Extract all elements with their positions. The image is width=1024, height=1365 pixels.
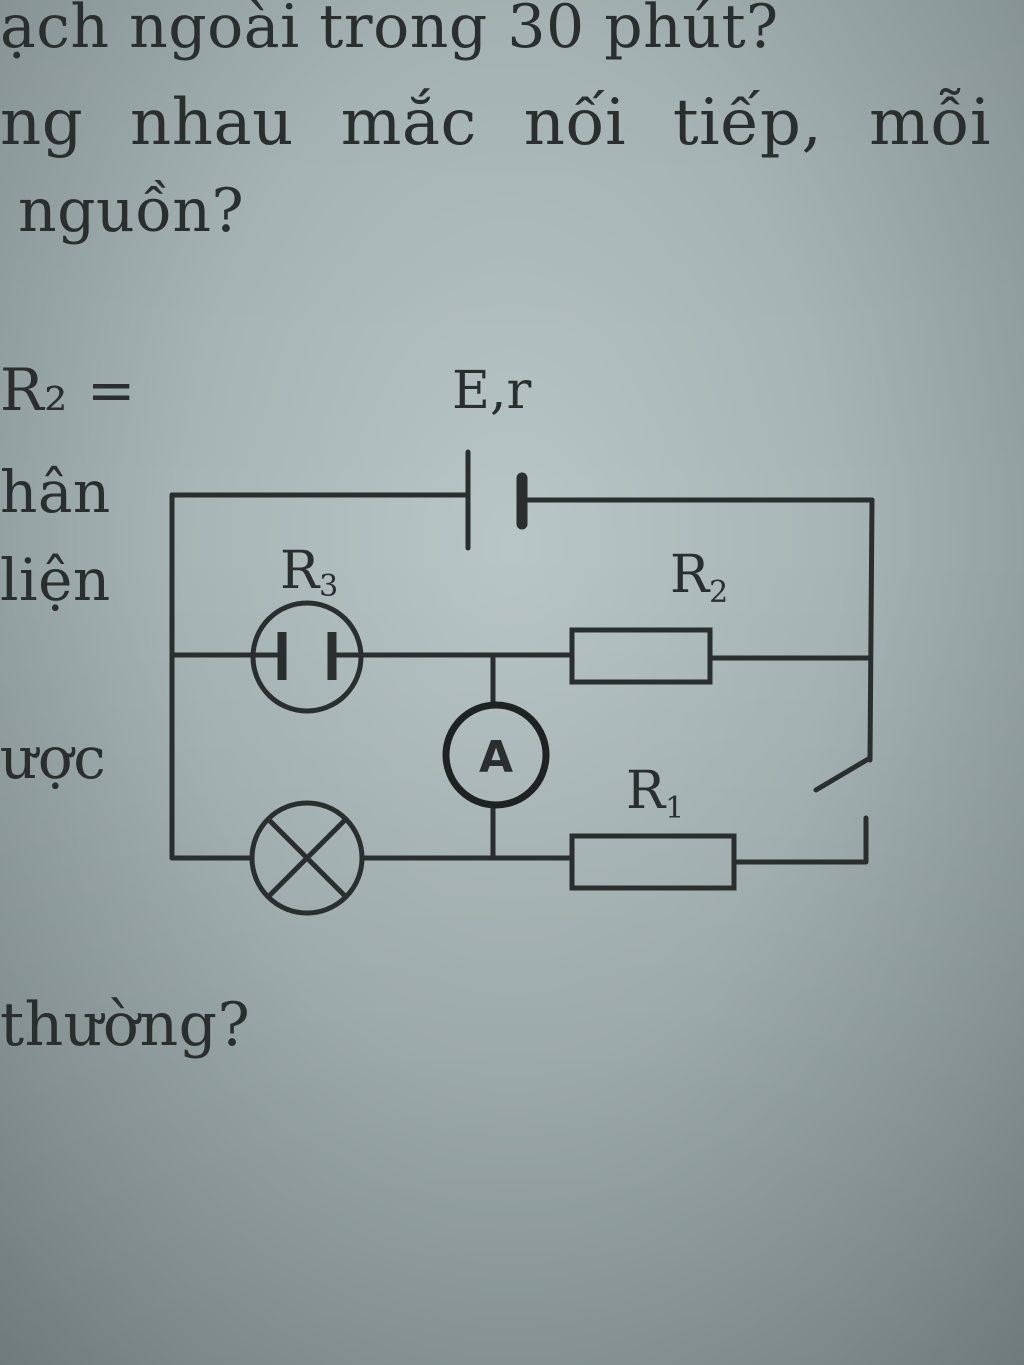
label-r1-subscript: 1: [665, 791, 684, 826]
wire-top-right: [521, 497, 875, 763]
label-source: E,r: [452, 361, 531, 421]
text-fragment-thuong: thường?: [0, 990, 251, 1060]
text-line-1: ạch ngoài trong 30 phút?: [0, 0, 779, 62]
lamp-circle: [249, 800, 365, 916]
label-r3: R3: [280, 541, 338, 604]
text-fragment-r2: R₂ =: [0, 356, 136, 424]
label-r1: R1: [626, 761, 684, 826]
label-r1-letter: R: [626, 761, 667, 821]
label-r2: R2: [670, 545, 728, 610]
label-ammeter: A: [479, 732, 513, 783]
text-line-2: ng nhau mắc nối tiếp, mỗi: [0, 86, 991, 160]
label-r2-subscript: 2: [709, 575, 728, 610]
text-fragment-dien: liện: [0, 546, 111, 614]
text-fragment-han: hân: [0, 458, 111, 526]
label-r3-letter: R: [280, 541, 321, 601]
r1-resistor: [569, 833, 737, 891]
text-fragment-uoc: ược: [0, 724, 107, 792]
r2-resistor: [569, 627, 713, 685]
r3-element: [250, 600, 364, 714]
battery-symbol: [465, 449, 528, 551]
wire-bottom-right: [731, 815, 869, 865]
lamp-cross-2: [266, 817, 348, 899]
ammeter-circle: [442, 701, 550, 809]
label-r2-letter: R: [670, 545, 711, 605]
text-line-3: nguồn?: [18, 176, 245, 246]
switch-blade: [813, 755, 873, 793]
lamp-symbol: [249, 800, 365, 916]
label-r3-subscript: 3: [319, 569, 338, 604]
